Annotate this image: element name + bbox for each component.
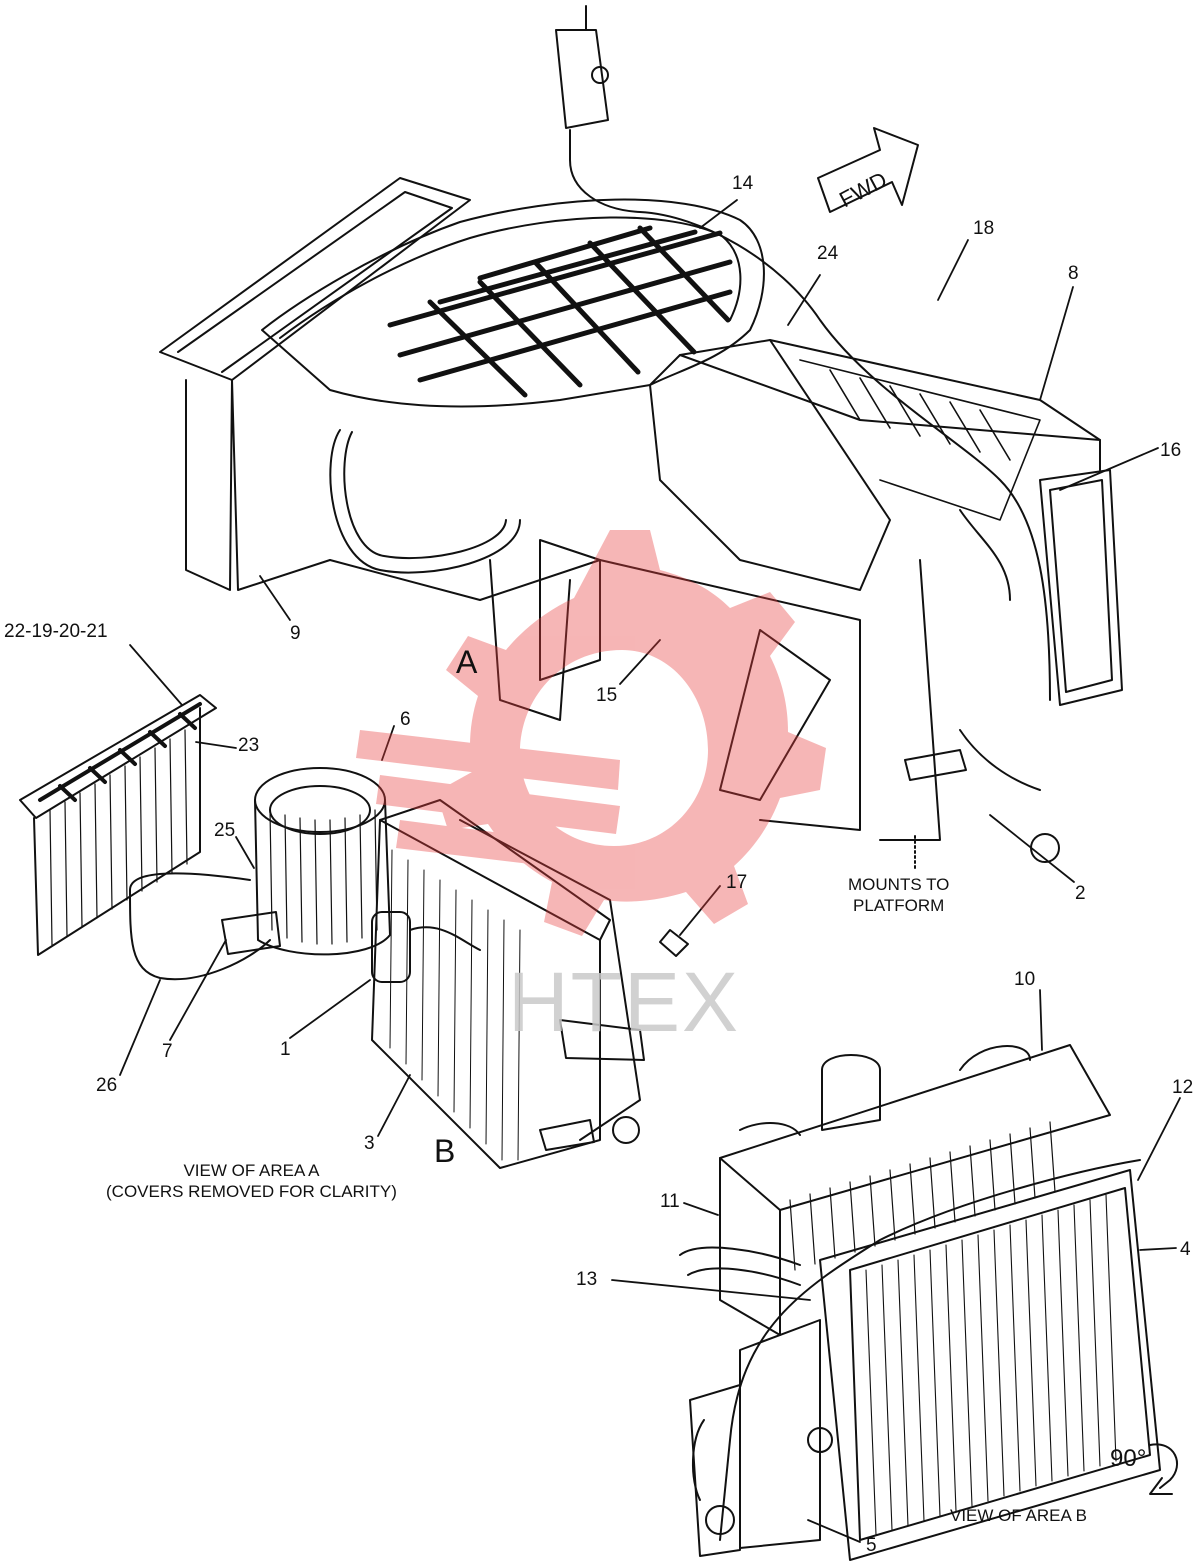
forward-direction-arrow <box>817 127 919 213</box>
watermark-text: HTEX <box>508 955 741 1049</box>
view-area-a-caption: VIEW OF AREA A (COVERS REMOVED FOR CLARI… <box>106 1160 397 1203</box>
mounts-line-2: PLATFORM <box>853 896 945 916</box>
callout-10: 10 <box>1014 969 1036 990</box>
callout-24: 24 <box>817 243 839 264</box>
callout-8: 8 <box>1068 263 1079 284</box>
callout-22-19-20-21: 22-19-20-21 <box>4 621 108 642</box>
callout-26: 26 <box>96 1075 118 1096</box>
right-grille <box>799 359 1041 521</box>
rotation-label: 90° <box>1110 1445 1147 1472</box>
lid-grid <box>387 225 733 398</box>
heater-core-detail <box>679 1044 1161 1561</box>
callout-12: 12 <box>1172 1077 1194 1098</box>
callout-18: 18 <box>973 218 995 239</box>
blower-and-evaporator <box>129 767 689 1169</box>
view-a-line-1: VIEW OF AREA A <box>183 1161 320 1180</box>
callout-6: 6 <box>400 709 411 730</box>
callout-15: 15 <box>596 685 618 706</box>
view-area-b-caption: VIEW OF AREA B <box>950 1506 1087 1525</box>
callout-leader-lines <box>119 199 1181 1543</box>
callout-3: 3 <box>364 1133 375 1154</box>
callout-23: 23 <box>238 735 260 756</box>
callout-4: 4 <box>1180 1239 1191 1260</box>
cabin-air-filter <box>19 694 217 956</box>
callout-9: 9 <box>290 623 301 644</box>
callout-25: 25 <box>214 820 236 841</box>
callout-16: 16 <box>1160 440 1182 461</box>
evaporator-fins <box>389 849 521 1161</box>
mounts-to-platform-note: MOUNTS TO PLATFORM <box>848 874 949 917</box>
callout-17: 17 <box>726 872 748 893</box>
rotation-arrow-icon <box>1149 1443 1179 1495</box>
callout-13: 13 <box>576 1269 598 1290</box>
area-b-label: B <box>434 1133 456 1169</box>
mounts-line-1: MOUNTS TO <box>848 875 950 894</box>
callout-7: 7 <box>162 1041 173 1062</box>
view-a-line-2: (COVERS REMOVED FOR CLARITY) <box>106 1182 397 1202</box>
callout-11: 11 <box>660 1191 680 1212</box>
area-a-label: A <box>456 644 478 680</box>
callout-14: 14 <box>732 173 754 194</box>
main-hvac-housing <box>159 5 1123 871</box>
heater-core-fins <box>865 1194 1117 1536</box>
callout-1: 1 <box>280 1039 291 1060</box>
callout-5: 5 <box>866 1535 877 1556</box>
watermark-gear-icon <box>356 530 826 936</box>
callout-2: 2 <box>1075 883 1086 904</box>
